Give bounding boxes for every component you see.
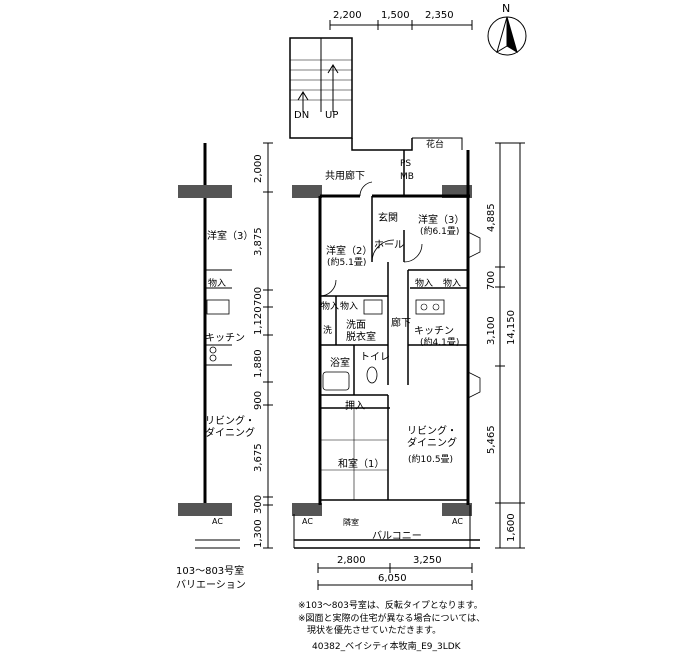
- dim-top-3: 2,350: [425, 10, 454, 21]
- mb-label: MB: [400, 172, 414, 182]
- dim-left-1: 2,000: [253, 154, 264, 183]
- dim-left-7: 3,675: [253, 443, 264, 472]
- note-line-2: ※図面と実際の住宅が異なる場合については、: [298, 614, 486, 624]
- living-size: (約10.5畳): [408, 455, 454, 465]
- closet-label: 押入: [345, 401, 365, 412]
- storage-label-1: 物入: [415, 279, 434, 289]
- western3-size: (約6.1畳): [420, 227, 460, 237]
- washroom-label: 洗面 脱衣室: [346, 320, 376, 343]
- dim-left-8: 300: [253, 494, 264, 514]
- stairs-down-label: DN: [294, 110, 310, 121]
- dim-bottom-2: 3,250: [413, 555, 442, 566]
- var-ac-label: AC: [212, 517, 223, 526]
- kitchen-label: キッチン: [414, 326, 454, 337]
- western2-label: 洋室（2）: [326, 246, 373, 257]
- north-arrow-icon: [487, 16, 527, 56]
- living-label: リビング・ ダイニング: [407, 426, 457, 449]
- north-label: N: [502, 2, 511, 15]
- storage-label-2: 物入: [443, 279, 462, 289]
- dim-left-9: 1,300: [253, 519, 264, 548]
- dim-left-4: 1,120: [253, 306, 264, 335]
- kitchen-size: (約4.1畳): [420, 338, 460, 348]
- ps-label: PS: [400, 159, 412, 169]
- storage-label-4: 物入: [340, 302, 359, 312]
- dim-bottom-1: 2,800: [337, 555, 366, 566]
- dim-left-2: 3,875: [253, 227, 264, 256]
- balcony-label: バルコニー: [372, 531, 422, 542]
- dim-top-1: 2,200: [333, 10, 362, 21]
- dim-bottom-total: 6,050: [378, 573, 407, 584]
- dim-left-5: 1,880: [253, 349, 264, 378]
- variation-caption-1: 103〜803号室: [176, 566, 245, 577]
- note-line-1: ※103〜803号室は、反転タイプとなります。: [298, 601, 483, 611]
- var-western3-label: 洋室（3）: [207, 231, 254, 242]
- dim-right-4: 5,465: [486, 425, 497, 454]
- hall-label: ホール: [374, 240, 404, 251]
- ac-label-2: AC: [452, 517, 463, 526]
- var-living-label: リビング・ ダイニング: [205, 416, 255, 439]
- note-line-3: 現状を優先させていただきます。: [298, 626, 442, 636]
- dim-right-5: 1,600: [506, 513, 517, 542]
- western2-size: (約5.1畳): [327, 258, 367, 268]
- dim-right-total: 14,150: [506, 310, 517, 345]
- var-storage-label: 物入: [208, 279, 227, 289]
- bath-label: 浴室: [330, 358, 350, 369]
- hatch-label: 隣室: [343, 518, 359, 527]
- stairs-up-label: UP: [325, 110, 339, 121]
- hallway-label: 廊下: [391, 318, 411, 329]
- var-kitchen-label: キッチン: [205, 333, 245, 344]
- dim-right-2: 700: [486, 270, 497, 290]
- variation-caption-2: バリエーション: [176, 580, 246, 591]
- dim-right-1: 4,885: [486, 203, 497, 232]
- dim-right-3: 3,100: [486, 316, 497, 345]
- dim-left-3: 700: [253, 286, 264, 306]
- dim-top-2: 1,500: [381, 10, 410, 21]
- corridor-label: 共用廊下: [325, 171, 365, 182]
- japanese-label: 和室（1）: [338, 459, 385, 470]
- dim-left-6: 900: [253, 390, 264, 410]
- plan-code: 40382_ベイシティ本牧南_E9_3LDK: [312, 642, 461, 652]
- entrance-label: 玄関: [378, 213, 398, 224]
- toilet-label: トイレ: [360, 352, 390, 363]
- ac-label-1: AC: [302, 517, 313, 526]
- storage-label-3: 物入: [321, 302, 340, 312]
- western3-label: 洋室（3）: [418, 215, 465, 226]
- wash-label: 洗: [323, 326, 333, 336]
- flower-label: 花台: [426, 140, 445, 150]
